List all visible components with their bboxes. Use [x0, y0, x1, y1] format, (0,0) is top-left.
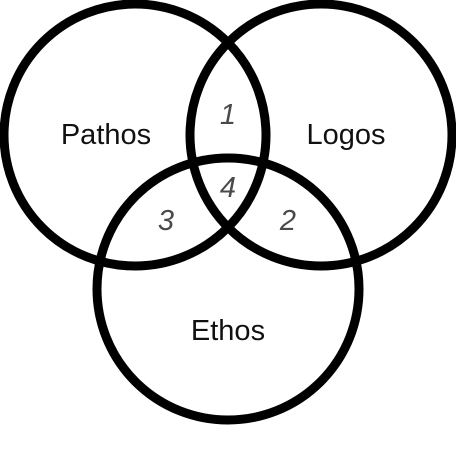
logos-circle	[185, 0, 456, 271]
region-label-2: 2	[279, 205, 296, 237]
region-label-1: 1	[220, 99, 236, 131]
region-label-4: 4	[220, 172, 236, 204]
logos-label: Logos	[306, 119, 385, 151]
ethos-label: Ethos	[191, 315, 265, 347]
ethos-circle	[92, 153, 364, 425]
region-label-3: 3	[158, 205, 174, 237]
pathos-label: Pathos	[61, 119, 151, 151]
pathos-circle	[0, 0, 271, 271]
